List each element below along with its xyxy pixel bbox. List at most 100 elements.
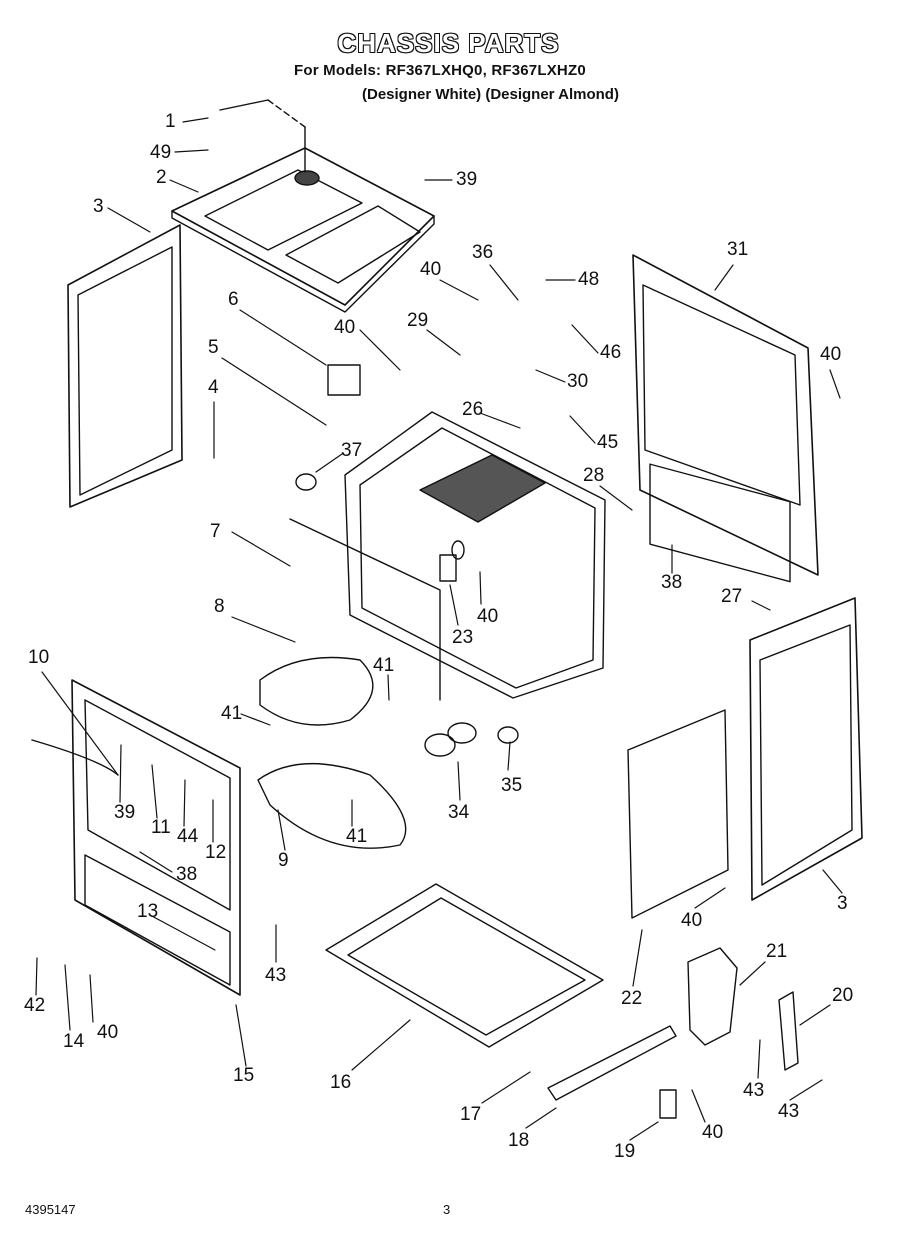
knob-37 (295, 473, 317, 491)
callout-22: 22 (621, 988, 643, 1009)
bracket-21 (687, 947, 738, 1046)
callout-46: 46 (600, 342, 622, 363)
front-frame (71, 679, 241, 996)
callout-40: 40 (420, 259, 442, 280)
right-side-panel (749, 597, 863, 901)
callout-39: 39 (456, 169, 478, 190)
callout-36: 36 (472, 242, 494, 263)
leader-line (151, 764, 158, 819)
leader-line (525, 1107, 557, 1129)
leader-line (829, 369, 841, 399)
bake-element-9 (257, 763, 407, 849)
leader-line (89, 974, 94, 1023)
leader-line (235, 1004, 247, 1067)
leader-line (221, 357, 327, 426)
callout-41: 41 (346, 826, 368, 847)
callout-4: 4 (208, 377, 219, 398)
leader-line (315, 453, 343, 473)
callout-40: 40 (334, 317, 356, 338)
bake-element-7 (289, 518, 441, 701)
callout-40: 40 (97, 1022, 119, 1043)
callout-16: 16 (330, 1072, 352, 1093)
callout-5: 5 (208, 337, 219, 358)
callout-34: 34 (448, 802, 470, 823)
callout-35: 35 (501, 775, 523, 796)
callout-15: 15 (233, 1065, 255, 1086)
left-side-panel (67, 224, 183, 508)
diagram-title: CHASSIS PARTS (337, 28, 560, 58)
leveling-leg (659, 1089, 677, 1119)
callout-2: 2 (156, 167, 167, 188)
leader-line (359, 329, 401, 371)
callout-49: 49 (150, 142, 172, 163)
callout-20: 20 (832, 985, 854, 1006)
leader-line (35, 957, 38, 996)
oven-light-35 (497, 726, 519, 744)
leader-line (183, 779, 186, 827)
leader-line (41, 671, 119, 776)
callout-23: 23 (452, 627, 474, 648)
callout-38: 38 (661, 572, 683, 593)
leader-line (481, 1071, 531, 1104)
leader-line (231, 616, 296, 643)
oven-cavity (344, 411, 606, 699)
leader-line (426, 329, 461, 356)
thermostat (327, 364, 361, 396)
back-panel (632, 254, 819, 583)
leader-line (751, 600, 771, 611)
callout-30: 30 (567, 371, 589, 392)
leader-line (139, 851, 173, 873)
leader-line (231, 531, 291, 567)
callout-42: 42 (24, 995, 46, 1016)
callout-14: 14 (63, 1031, 85, 1052)
finish-colors: (Designer White) (Designer Almond) (362, 86, 619, 103)
leader-line (479, 571, 482, 605)
callout-45: 45 (597, 432, 619, 453)
leader-line (479, 412, 521, 429)
leader-line (149, 914, 216, 951)
leader-line (240, 713, 271, 726)
callout-7: 7 (210, 521, 221, 542)
leader-line (387, 674, 390, 701)
callout-6: 6 (228, 289, 239, 310)
igniter-34 (424, 733, 456, 757)
callout-40: 40 (820, 344, 842, 365)
callout-26: 26 (462, 399, 484, 420)
callout-18: 18 (508, 1130, 530, 1151)
callout-9: 9 (278, 850, 289, 871)
callout-48: 48 (578, 269, 600, 290)
callout-43: 43 (265, 965, 287, 986)
callout-40: 40 (681, 910, 703, 931)
callout-12: 12 (205, 842, 227, 863)
callout-21: 21 (766, 941, 788, 962)
leader-line (632, 929, 643, 987)
leader-line (239, 309, 327, 366)
leader-line (569, 415, 596, 444)
callout-41: 41 (373, 655, 395, 676)
leader-line (535, 369, 566, 383)
leader-line (691, 1089, 706, 1123)
callout-40: 40 (702, 1122, 724, 1143)
leader-line (277, 809, 286, 851)
leader-line (351, 1019, 411, 1071)
leader-line (507, 741, 511, 771)
callout-38: 38 (176, 864, 198, 885)
page-number: 3 (443, 1202, 451, 1217)
broil-element-8 (259, 656, 374, 726)
callout-19: 19 (614, 1141, 636, 1162)
leader-line (739, 961, 766, 986)
leader-line (457, 761, 461, 801)
rear-cover (627, 709, 729, 919)
callout-31: 31 (727, 239, 749, 260)
leader-line (169, 179, 199, 193)
callout-13: 13 (137, 901, 159, 922)
leader-line (757, 1039, 761, 1079)
leader-line (182, 117, 209, 123)
callout-17: 17 (460, 1104, 482, 1125)
callout-41: 41 (221, 703, 243, 724)
model-numbers: For Models: RF367LXHQ0, RF367LXHZ0 (294, 62, 586, 79)
bracket-20 (778, 991, 799, 1071)
callout-3: 3 (837, 893, 848, 914)
leader-line (107, 207, 151, 233)
